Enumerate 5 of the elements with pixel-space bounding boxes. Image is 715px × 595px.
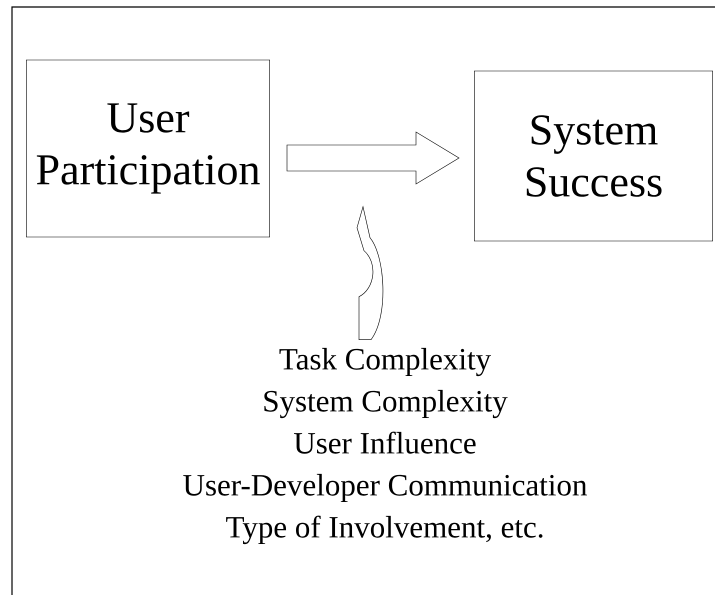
process-box: User Participation xyxy=(26,60,270,238)
block-arrow xyxy=(286,131,460,185)
factor-list: Task Complexity System Complexity User Influence User-Developer Communication Type of Involvement, etc. xyxy=(183,348,587,544)
curved-arrow xyxy=(356,206,384,340)
process-box: System Success xyxy=(474,70,713,242)
